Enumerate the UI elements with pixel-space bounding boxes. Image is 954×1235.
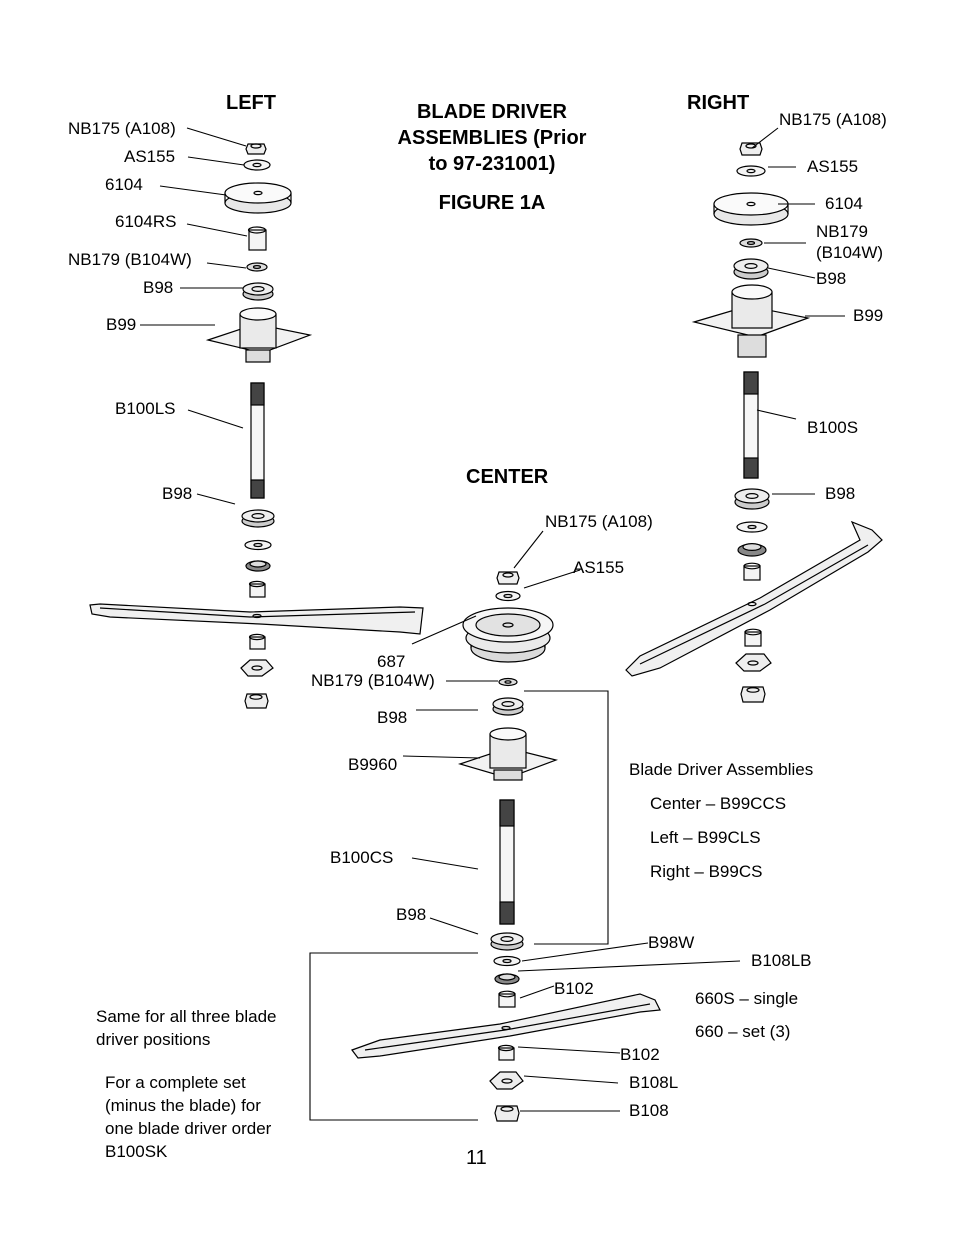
note-kit-line-3: one blade driver order: [105, 1119, 272, 1138]
left-label-6104rs: 6104RS: [115, 212, 177, 231]
right-label-nb179: NB179: [816, 222, 868, 241]
assembly-left: Left – B99CLS: [650, 828, 761, 847]
center-label-nb175: NB175 (A108): [545, 512, 653, 531]
note-same-line-1: Same for all three blade: [96, 1007, 277, 1026]
left-label-6104: 6104: [105, 175, 143, 194]
right-heading: RIGHT: [687, 92, 750, 114]
note-same-line-2: driver positions: [96, 1030, 211, 1049]
center-label-660s: 660S – single: [695, 989, 799, 1008]
right-label-b99: B99: [853, 306, 884, 325]
center-label-b108lb: B108LB: [751, 951, 812, 970]
center-label-b108l: B108L: [629, 1073, 679, 1092]
left-label-b99: B99: [106, 315, 137, 334]
assemblies-list: Blade Driver Assemblies Center – B99CCS …: [629, 753, 813, 889]
right-label-b104w: (B104W): [816, 243, 884, 262]
left-label-b98-bottom: B98: [162, 484, 193, 503]
center-label-b102-bottom: B102: [620, 1045, 660, 1064]
title-line-3: to 97-231001): [428, 153, 556, 175]
center-label-b98-bottom: B98: [396, 905, 427, 924]
right-label-as155: AS155: [807, 157, 859, 176]
center-label-b98w: B98W: [648, 933, 695, 952]
center-heading: CENTER: [466, 466, 549, 488]
right-label-b98-top: B98: [816, 269, 847, 288]
note-complete-set: For a complete set (minus the blade) for…: [105, 1071, 271, 1163]
title-line-2: ASSEMBLIES (Prior: [397, 127, 587, 149]
left-label-as155: AS155: [124, 147, 176, 166]
assembly-right: Right – B99CS: [650, 862, 763, 881]
right-label-b100s: B100S: [807, 418, 859, 437]
center-label-b9960: B9960: [348, 755, 398, 774]
diagram-title: BLADE DRIVER ASSEMBLIES (Prior to 97-231…: [376, 99, 608, 177]
center-label-b108: B108: [629, 1101, 669, 1120]
left-label-nb175: NB175 (A108): [68, 119, 176, 138]
note-kit-line-2: (minus the blade) for: [105, 1096, 261, 1115]
left-assembly: [89, 143, 424, 709]
center-label-nb179: NB179 (B104W): [311, 671, 435, 690]
note-kit-line-4: B100SK: [105, 1142, 168, 1161]
right-label-b98-bottom: B98: [825, 484, 856, 503]
figure-label: FIGURE 1A: [438, 192, 546, 214]
assembly-center: Center – B99CCS: [650, 794, 787, 813]
center-label-b98-top: B98: [377, 708, 408, 727]
left-heading: LEFT: [226, 92, 276, 114]
left-label-nb179: NB179 (B104W): [68, 250, 192, 269]
center-label-as155: AS155: [573, 558, 625, 577]
center-label-660: 660 – set (3): [695, 1022, 791, 1041]
left-label-b100ls: B100LS: [115, 399, 176, 418]
note-kit-line-1: For a complete set: [105, 1073, 246, 1092]
right-label-nb175: NB175 (A108): [779, 110, 887, 129]
note-same-for-all: Same for all three blade driver position…: [96, 1005, 277, 1051]
center-label-687: 687: [377, 652, 406, 671]
assemblies-title: Blade Driver Assemblies: [629, 760, 814, 779]
center-label-b102-top: B102: [554, 979, 594, 998]
left-label-b98-top: B98: [143, 278, 174, 297]
leader-lines: [140, 127, 845, 1121]
right-assembly: [625, 142, 883, 703]
center-label-b100cs: B100CS: [330, 848, 394, 867]
right-label-6104: 6104: [825, 194, 863, 213]
page-number: 11: [466, 1147, 487, 1169]
center-assembly: [351, 571, 661, 1122]
title-line-1: BLADE DRIVER: [416, 101, 567, 123]
